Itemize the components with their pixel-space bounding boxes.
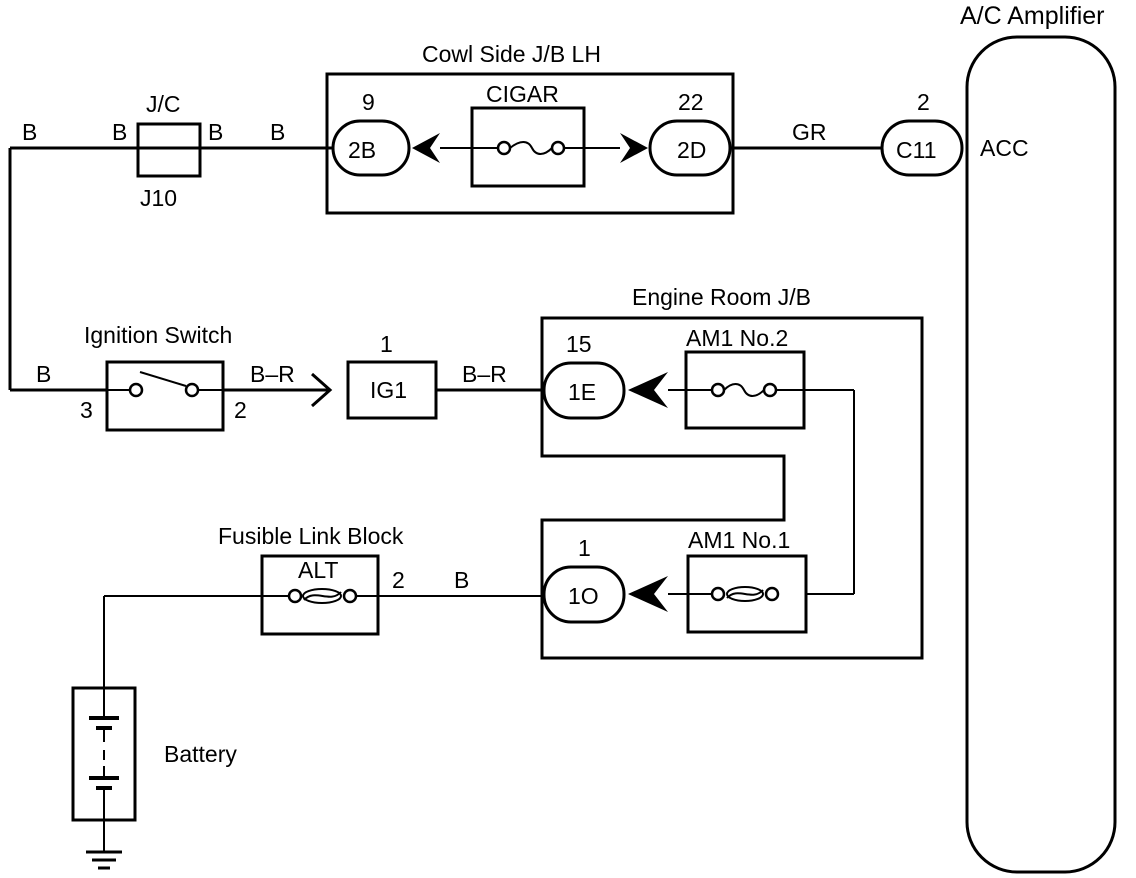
fusible-link-terminal-icon — [764, 586, 780, 602]
female-terminal-2b-icon — [412, 133, 440, 163]
wire-color-label: B–R — [462, 361, 507, 387]
wire-color-label: B–R — [250, 361, 295, 387]
fuse-terminal-icon — [550, 140, 566, 156]
connector-2b-label: 2B — [348, 137, 376, 163]
wire-color-label: B — [36, 361, 51, 387]
wire-color-label: B — [454, 567, 469, 593]
fuse-terminal-icon — [710, 382, 726, 398]
connector-1o — [542, 565, 626, 624]
switch-contact-icon — [184, 382, 200, 398]
ignition-in-pin: 3 — [80, 397, 93, 423]
cowl-side-jb: Cowl Side J/B LH 2B 9 CIGAR 2D 22 — [325, 41, 735, 215]
cigar-fuse-label: CIGAR — [486, 81, 559, 107]
connector-1o-pin: 1 — [578, 535, 591, 561]
jc-label: J/C — [146, 91, 181, 117]
connector-c11-label: C11 — [896, 137, 937, 163]
engine-room-jb-title: Engine Room J/B — [632, 284, 811, 310]
ig1-pin: 1 — [380, 331, 393, 357]
alt-pin: 2 — [392, 567, 405, 593]
switch-contact-icon — [128, 382, 144, 398]
wire-color-label: GR — [792, 119, 827, 145]
j10-label: J10 — [140, 185, 177, 211]
connector-c11 — [880, 119, 964, 177]
ac-amplifier-title: A/C Amplifier — [960, 2, 1104, 30]
ig1-box — [346, 360, 438, 420]
connector-2b-pin: 9 — [362, 89, 375, 115]
ground-icon — [86, 850, 122, 870]
connector-2d-label: 2D — [677, 137, 706, 163]
wire-gr: GR C11 2 — [730, 89, 964, 177]
fusible-link-terminal-icon — [710, 586, 726, 602]
battery-label: Battery — [164, 741, 237, 767]
ac-amplifier: A/C Amplifier ACC — [960, 2, 1117, 874]
ignition-out-pin: 2 — [234, 397, 247, 423]
fuse-terminal-icon — [496, 140, 512, 156]
connector-arrow-icon — [311, 372, 333, 408]
wire-color-label: B — [208, 119, 223, 145]
male-terminal-2d-icon — [620, 133, 648, 163]
ig1-label: IG1 — [370, 377, 407, 403]
connector-1e-label: 1E — [568, 379, 596, 405]
wire-color-label: B — [112, 119, 127, 145]
jc-junction-box — [136, 122, 202, 178]
connector-1e — [542, 361, 626, 420]
wire-color-label: B — [270, 119, 285, 145]
connector-2d-pin: 22 — [678, 89, 704, 115]
fusible-link-block-title: Fusible Link Block — [218, 523, 404, 549]
ignition-circuit: B Ignition Switch 3 2 B–R IG1 1 B–R — [8, 148, 544, 432]
fuse-element-icon — [509, 141, 553, 155]
ignition-switch-box — [105, 360, 225, 432]
wire-top-b: J/C J10 B B B B — [10, 91, 333, 211]
fusible-link-block: Fusible Link Block ALT 2 B — [103, 523, 544, 688]
am1-no1-label: AM1 No.1 — [688, 527, 790, 553]
connector-1e-pin: 15 — [566, 331, 592, 357]
cowl-side-jb-title: Cowl Side J/B LH — [422, 41, 601, 67]
wire-color-label: B — [22, 119, 37, 145]
fusible-link-terminal-icon — [287, 588, 303, 604]
female-terminal-1o-icon — [628, 576, 668, 612]
fuse-element-icon — [723, 383, 765, 397]
engine-room-jb: Engine Room J/B 1E 15 AM1 No.2 1O 1 AM1 … — [540, 284, 924, 660]
fuse-terminal-icon — [762, 382, 778, 398]
switch-blade-icon — [139, 371, 187, 387]
connector-1o-label: 1O — [568, 583, 599, 609]
acc-terminal-label: ACC — [980, 135, 1029, 161]
fusible-link-terminal-icon — [342, 588, 358, 604]
am1-no2-label: AM1 No.2 — [686, 325, 788, 351]
battery: Battery — [71, 686, 237, 870]
alt-label: ALT — [298, 557, 338, 583]
connector-c11-pin: 2 — [917, 89, 930, 115]
ignition-switch-label: Ignition Switch — [84, 322, 232, 348]
female-terminal-1e-icon — [628, 372, 668, 408]
